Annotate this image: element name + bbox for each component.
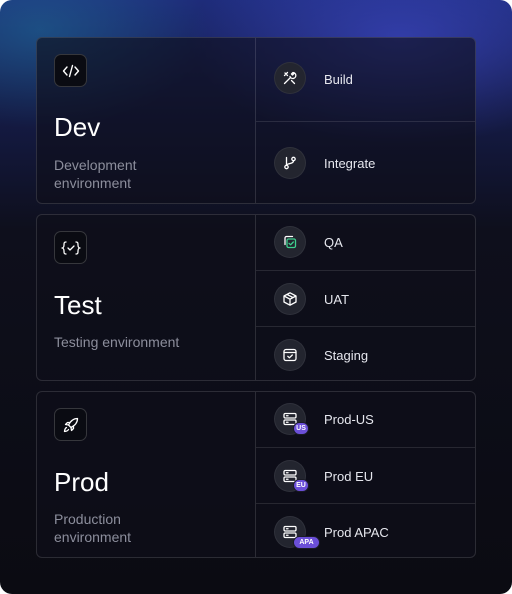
env-title: Test [54, 290, 102, 320]
env-card-test: Test Testing environment QA [36, 214, 476, 381]
stage-label: Staging [324, 348, 369, 363]
env-title: Prod [54, 467, 109, 497]
region-badge: APA [293, 536, 320, 549]
env-subtitle: Production environment [54, 511, 132, 545]
stage-label: Prod APAC [324, 525, 389, 540]
env-subtitle: Testing environment [54, 334, 180, 350]
env-info-test: Test Testing environment [37, 215, 256, 380]
package-icon [274, 283, 306, 315]
tools-icon [274, 62, 306, 94]
region-badge: US [293, 422, 309, 435]
stage-prod-us[interactable]: US Prod-US [256, 392, 475, 447]
stage-label: Prod EU [324, 469, 374, 484]
code-check-icon [54, 231, 87, 264]
stage-label: Integrate [324, 156, 376, 171]
stage-build[interactable]: Build [256, 38, 475, 121]
stage-integrate[interactable]: Integrate [256, 121, 475, 203]
stage-staging[interactable]: Staging [256, 326, 475, 380]
stage-label: QA [324, 235, 343, 250]
stage-prod-apac[interactable]: APA Prod APAC [256, 503, 475, 557]
git-branch-icon [274, 147, 306, 179]
stage-label: Build [324, 72, 353, 87]
stage-uat[interactable]: UAT [256, 270, 475, 326]
env-subtitle: Development environment [54, 157, 137, 191]
code-icon [54, 54, 87, 87]
stage-label: Prod-US [324, 412, 374, 427]
stage-qa[interactable]: QA [256, 215, 475, 270]
region-badge: EU [293, 479, 309, 492]
calendar-check-icon [274, 339, 306, 371]
stage-label: UAT [324, 292, 350, 307]
stage-list-prod: US Prod-US EU Prod EU [256, 392, 475, 557]
env-info-dev: Dev Development environment [37, 38, 256, 203]
env-info-prod: Prod Production environment [37, 392, 256, 557]
copy-check-icon [274, 226, 306, 258]
env-title: Dev [54, 112, 101, 142]
rocket-icon [54, 408, 87, 441]
env-card-dev: Dev Development environment Build [36, 37, 476, 204]
stage-prod-eu[interactable]: EU Prod EU [256, 447, 475, 503]
stage-list-dev: Build Integrate [256, 38, 475, 203]
env-card-prod: Prod Production environment US Prod-US [36, 391, 476, 558]
stage-list-test: QA UAT [256, 215, 475, 380]
